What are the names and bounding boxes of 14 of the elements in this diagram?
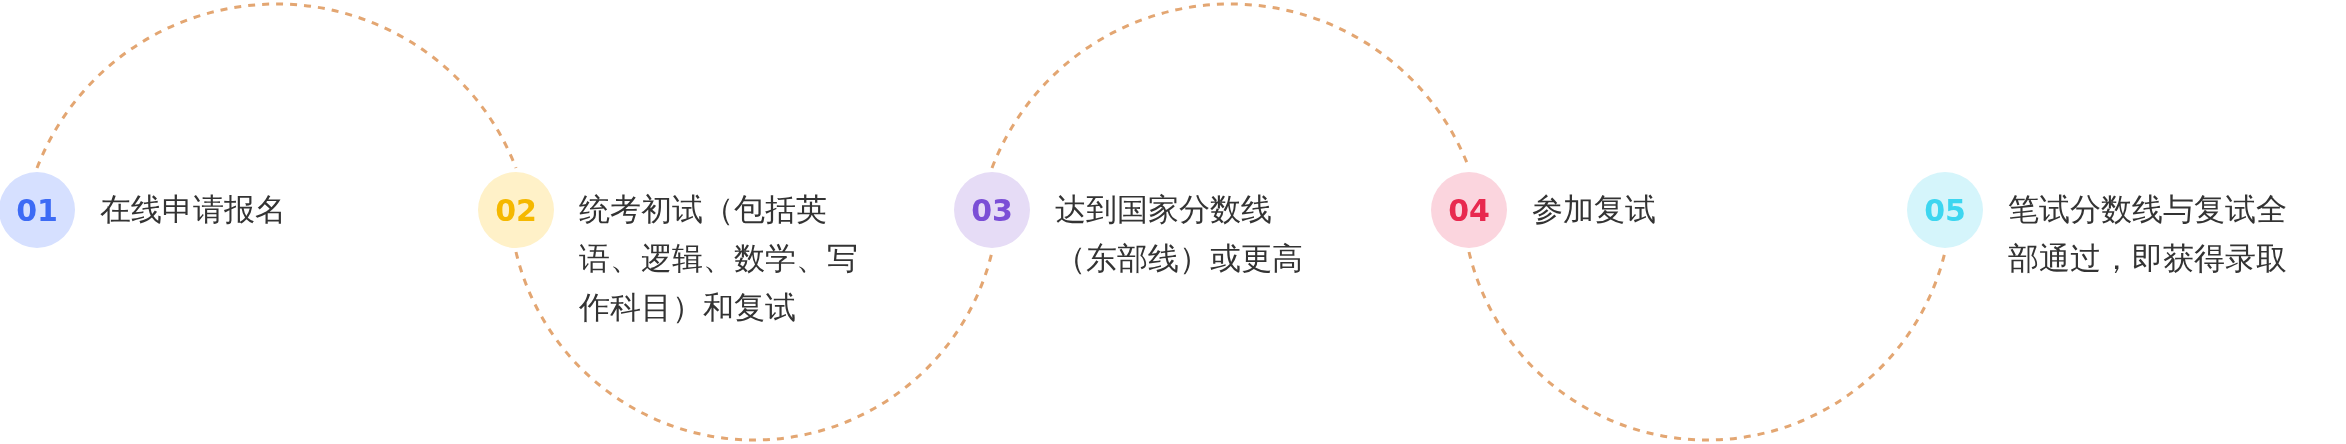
step-number-circle: 02: [478, 172, 554, 248]
step-description: 笔试分数线与复试全部通过，即获得录取: [2008, 190, 2288, 278]
dashed-arc-connector: [514, 251, 994, 441]
step-description: 参加复试: [1532, 190, 1657, 229]
step-number-circle: 01: [0, 172, 75, 248]
dashed-arc-connector: [990, 3, 1471, 169]
dashed-arc-connector: [35, 3, 518, 169]
dashed-arc-connector: [1467, 251, 1947, 441]
step-description: 达到国家分数线（东部线）或更高: [1055, 190, 1304, 278]
step-description: 统考初试（包括英语、逻辑、数学、写作科目）和复试: [579, 190, 859, 327]
step-description: 在线申请报名: [100, 190, 287, 229]
step-number-circle: 04: [1431, 172, 1507, 248]
step-number-circle: 05: [1907, 172, 1983, 248]
step-number-circle: 03: [954, 172, 1030, 248]
